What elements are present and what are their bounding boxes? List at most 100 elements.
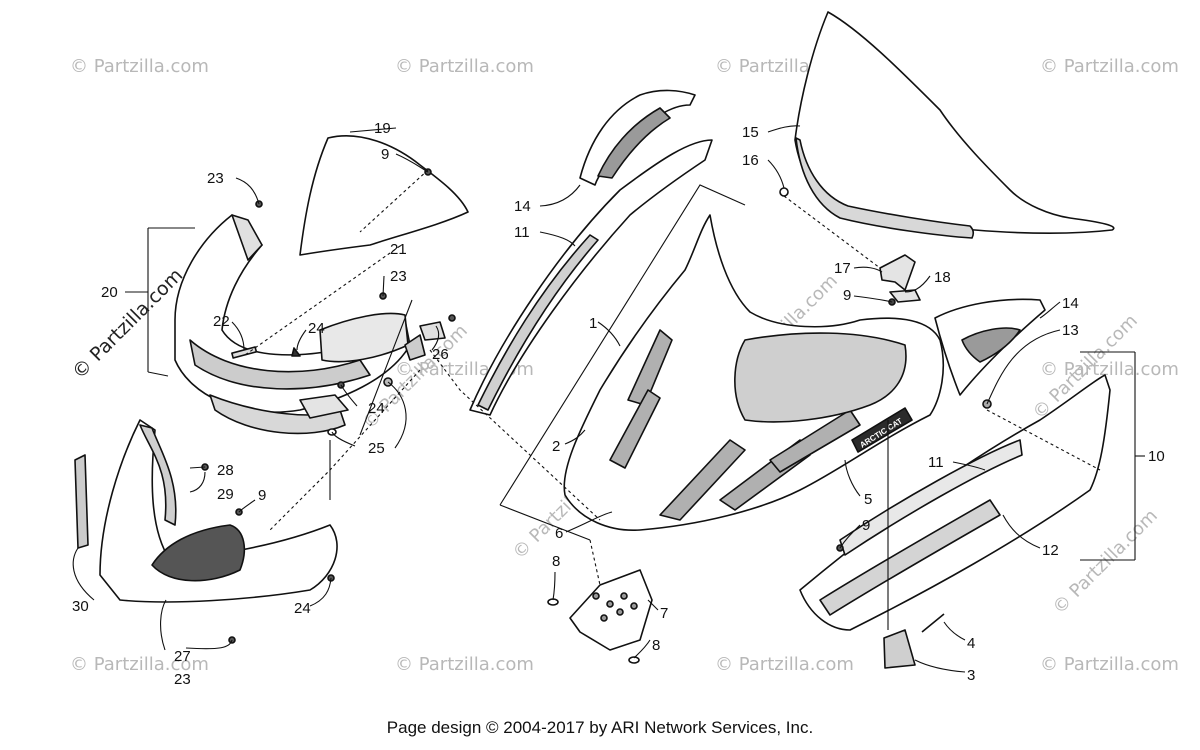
callout-3: 3 [967, 667, 975, 684]
front-bumper-inner [189, 339, 371, 390]
callout-28: 28 [217, 462, 234, 479]
watermark-diagonal: © Partzilla.com [68, 264, 187, 383]
bumper-lower-lip [209, 394, 346, 435]
leader-line [185, 639, 233, 650]
callout-10: 10 [1148, 448, 1165, 465]
lower-nose-pan-inner [139, 424, 177, 526]
callout-15: 15 [742, 124, 759, 141]
callout-24: 24 [294, 600, 311, 617]
leader-line [839, 524, 861, 549]
callout-29: 29 [217, 486, 234, 503]
right-side-vent-mesh [961, 327, 1021, 363]
callout-16: 16 [742, 152, 759, 169]
windshield-base-trim [795, 137, 975, 239]
callout-5: 5 [864, 491, 872, 508]
callout-27: 27 [174, 648, 191, 665]
leader-line [986, 329, 1061, 405]
callout-14: 14 [1062, 295, 1079, 312]
leader-line [340, 384, 358, 407]
leader-line [853, 295, 893, 303]
leader-line [160, 599, 167, 651]
callout-9: 9 [862, 517, 870, 534]
callout-6: 6 [555, 525, 563, 542]
watermark: © Partzilla.com [70, 654, 209, 675]
callout-14: 14 [514, 198, 531, 215]
callout-24: 24 [368, 400, 385, 417]
leader-line [844, 459, 861, 497]
hood-center-recess [734, 332, 907, 423]
skid-plate-hole [616, 608, 624, 616]
leader-line [387, 381, 407, 449]
leader-line [904, 275, 931, 293]
callout-22: 22 [213, 313, 230, 330]
callout-18: 18 [934, 269, 951, 286]
callout-23: 23 [207, 170, 224, 187]
left-side-panel-trim [477, 234, 599, 411]
callout-8: 8 [552, 553, 560, 570]
right-side-panel-trim [839, 439, 1023, 556]
leader-line [597, 321, 621, 347]
leader-line [767, 159, 785, 189]
leader-line [235, 177, 260, 205]
callout-9: 9 [381, 146, 389, 163]
skid-plate [569, 569, 653, 651]
callout-24: 24 [308, 320, 325, 337]
mount-bracket [299, 394, 349, 419]
clip [291, 347, 301, 357]
nose-side-trim [74, 454, 89, 549]
watermark: © Partzilla.com [1040, 56, 1179, 77]
leader-line [269, 369, 421, 531]
watermark: © Partzilla.com [395, 654, 534, 675]
leader-line [431, 325, 440, 351]
right-side-panel-lower [819, 499, 1001, 616]
leader-line [1039, 301, 1061, 319]
skid-plate-hole [592, 592, 600, 600]
leader-line [564, 429, 586, 445]
upper-nose-cover [299, 135, 469, 256]
callout-13: 13 [1062, 322, 1079, 339]
hood-vent [627, 329, 673, 406]
skid-plate-hole [606, 600, 614, 608]
callout-25: 25 [368, 440, 385, 457]
watermark: © Partzilla.com [715, 654, 854, 675]
grommet [628, 656, 640, 664]
leader-line [943, 621, 966, 641]
page-footer: Page design © 2004-2017 by ARI Network S… [386, 718, 814, 737]
leader-line [589, 539, 601, 586]
hood-vent [769, 409, 861, 473]
bumper-end-cap [231, 214, 263, 261]
leader-line [72, 547, 95, 601]
windshield [794, 11, 1115, 234]
leader-line [429, 349, 601, 521]
skid-plate-hole [600, 614, 608, 622]
callout-9: 9 [258, 487, 266, 504]
leader-line [539, 231, 576, 247]
left-side-vent-inner [597, 107, 671, 179]
callout-19: 19 [374, 120, 391, 137]
hood-vent [609, 389, 661, 469]
lower-nose-pan-vent [151, 524, 246, 582]
leader-line [382, 275, 385, 297]
hood-outline-bracket [499, 504, 591, 541]
leader-line [914, 659, 966, 673]
hood-decal-panel [851, 407, 913, 453]
callout-11: 11 [514, 224, 530, 241]
watermark: © Partzilla.com [1040, 359, 1179, 380]
leader-line [189, 466, 206, 469]
callout-1: 1 [589, 315, 597, 332]
watermark-diagonal: © Partzilla.com [1049, 505, 1162, 618]
group-bracket [147, 371, 169, 377]
bracket-26 [419, 321, 446, 341]
skid-plate-hole [630, 602, 638, 610]
leader-line [539, 184, 581, 207]
callout-7: 7 [660, 605, 668, 622]
hood-outline-bracket [499, 184, 746, 506]
leader-line [647, 599, 659, 611]
fastener [779, 187, 789, 197]
leader-line [189, 471, 206, 493]
callout-11: 11 [928, 454, 944, 471]
leader-line [633, 639, 651, 659]
leader-line [565, 511, 613, 533]
callout-20: 20 [101, 284, 118, 301]
callout-8: 8 [652, 637, 660, 654]
